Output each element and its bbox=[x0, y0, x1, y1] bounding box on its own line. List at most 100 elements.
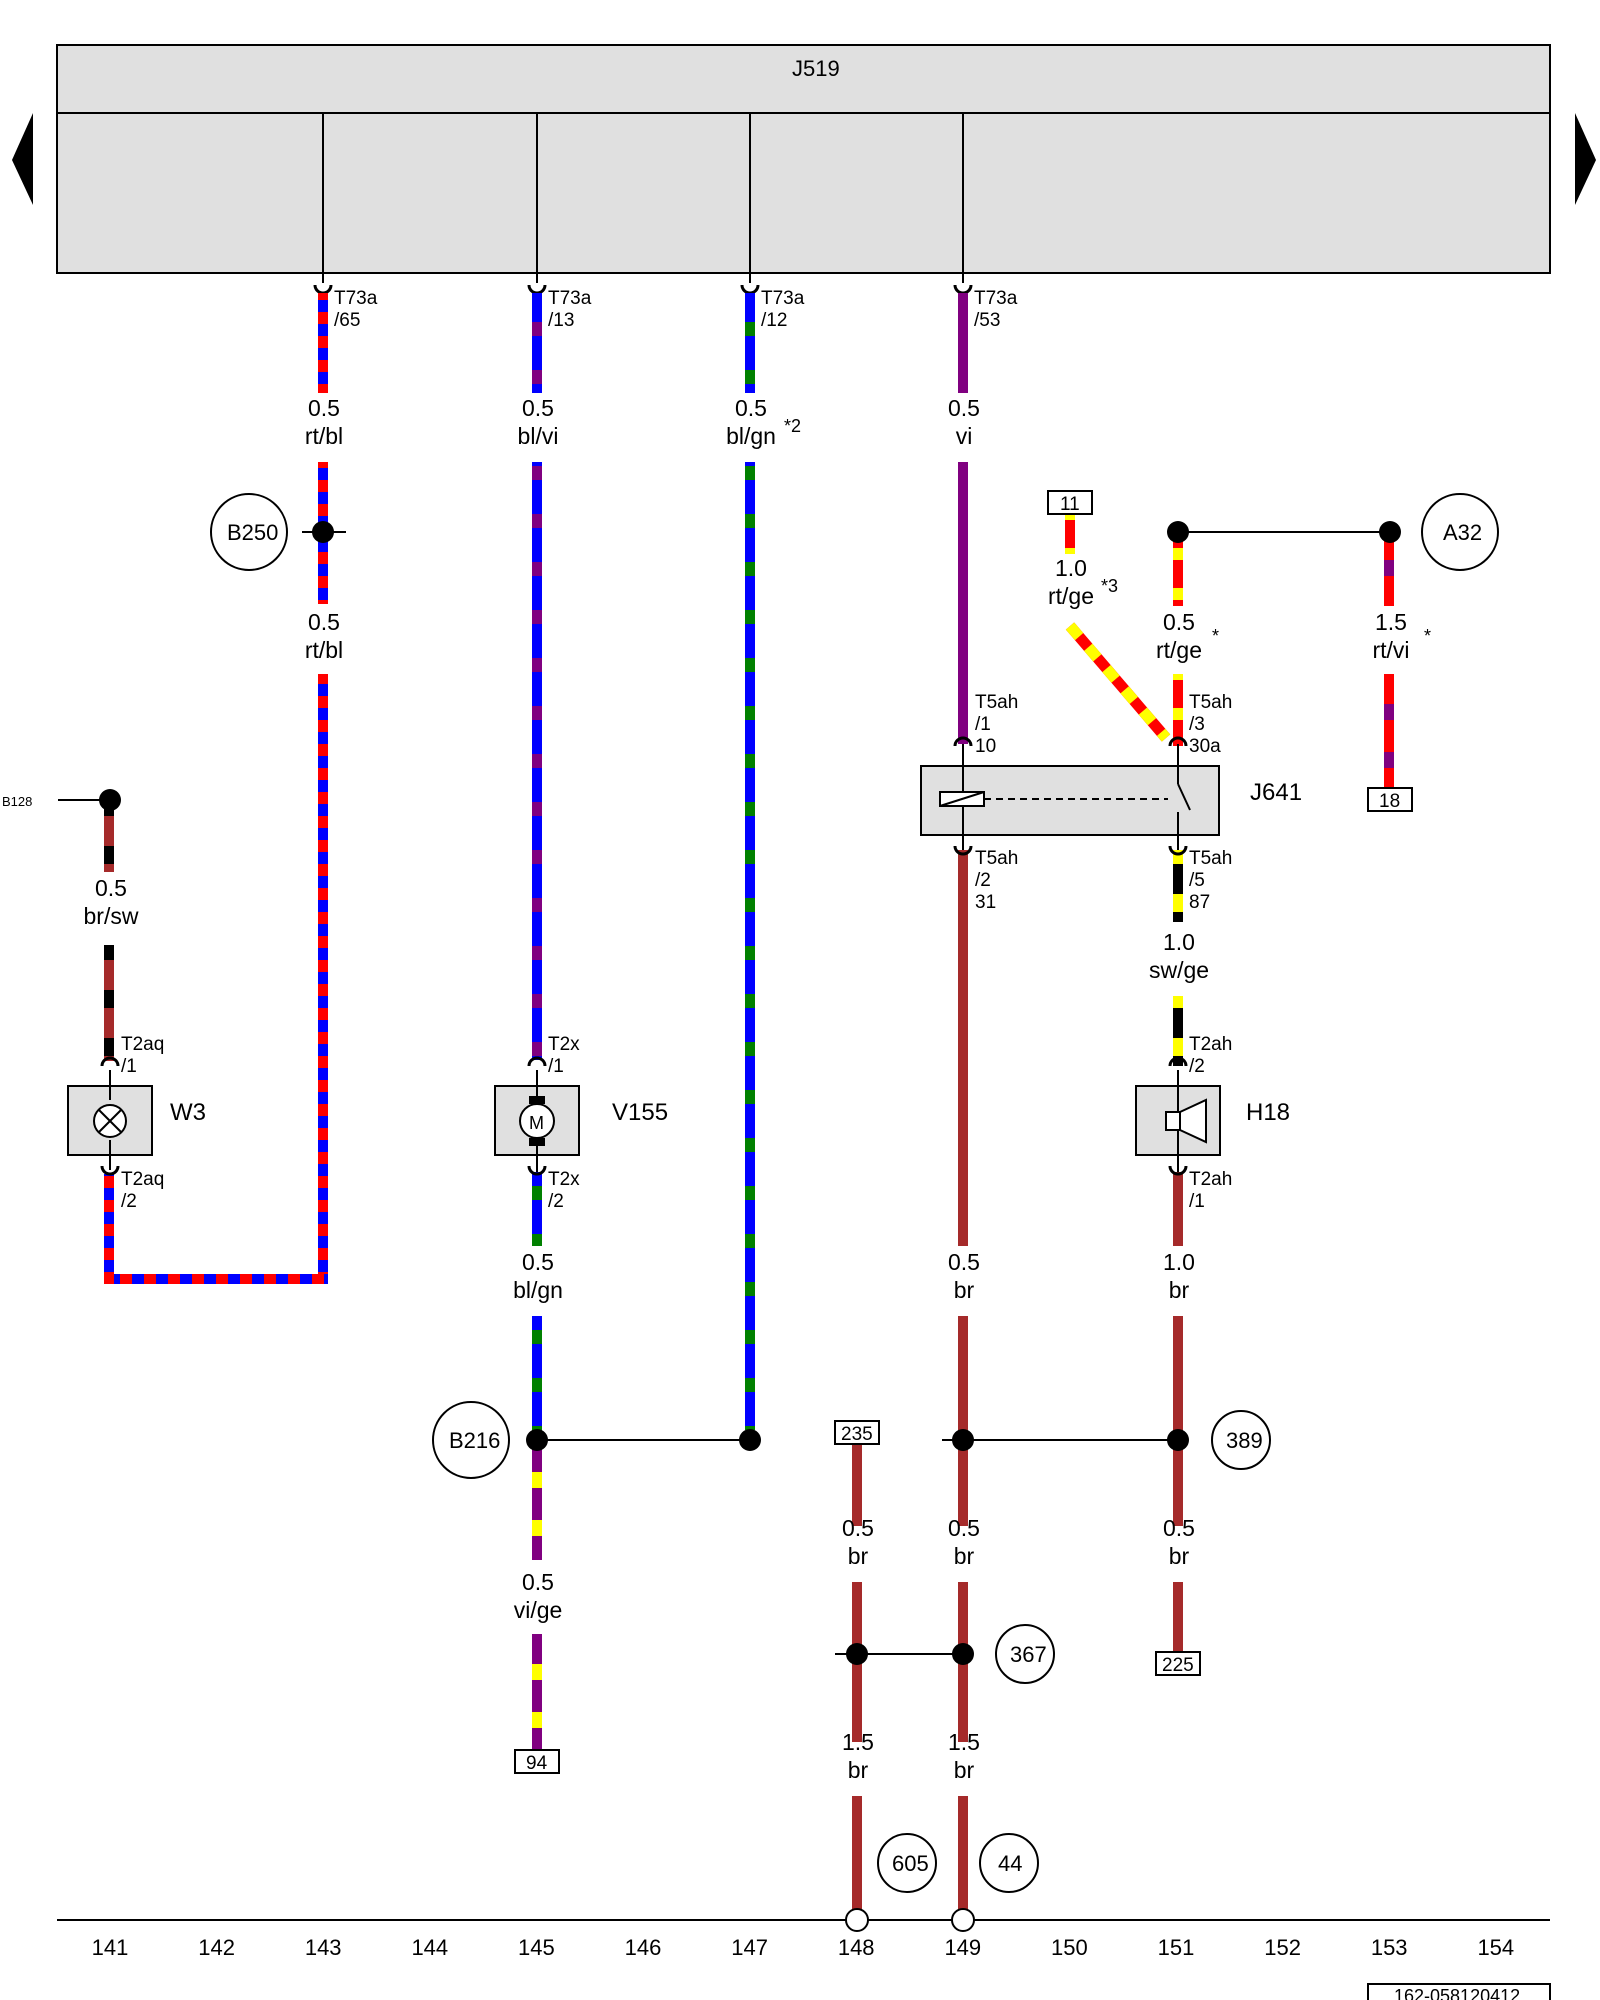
pin-label: T2aq bbox=[121, 1034, 164, 1055]
wire-size: 0.5 bbox=[95, 875, 127, 901]
wire-size: 0.5 bbox=[308, 609, 340, 635]
pin-label: 87 bbox=[1189, 892, 1210, 913]
track-number: 150 bbox=[1051, 1935, 1088, 1960]
connector-label-b128: B128 bbox=[2, 794, 32, 809]
wire-151-swge-a bbox=[1173, 850, 1183, 922]
junction-dots bbox=[99, 521, 1401, 1665]
wire-147-blgn-top bbox=[745, 293, 755, 393]
wire-149-br-d bbox=[958, 1796, 968, 1914]
pin-label: T5ah bbox=[1189, 692, 1232, 713]
lamp-w3: W3 bbox=[67, 1056, 206, 1176]
track-number: 148 bbox=[838, 1935, 875, 1960]
box-references bbox=[514, 490, 1413, 1774]
junction-lines bbox=[57, 531, 1550, 1921]
track-number: 153 bbox=[1371, 1935, 1408, 1960]
wire-color: rt/bl bbox=[305, 637, 343, 663]
box-ref-11: 11 bbox=[1060, 494, 1080, 515]
pin-label: T2ah bbox=[1189, 1169, 1232, 1190]
wire-color: br/sw bbox=[84, 903, 139, 929]
pin-label: /1 bbox=[1189, 1191, 1205, 1212]
wire-148-br-c bbox=[852, 1796, 862, 1914]
wire-141-brsw-low bbox=[104, 945, 114, 1061]
motor-icon bbox=[519, 1103, 555, 1139]
wire-color: vi/ge bbox=[514, 1597, 563, 1623]
wire-color: bl/gn bbox=[726, 423, 776, 449]
wire-141-143-rtbl-bottom bbox=[104, 1274, 328, 1284]
pin-label: /2 bbox=[1189, 1056, 1205, 1077]
track-number: 149 bbox=[944, 1935, 981, 1960]
pin-label: /12 bbox=[761, 310, 787, 331]
bottom-terminals bbox=[845, 1908, 975, 1932]
wire-143-rtbl-low bbox=[318, 674, 328, 1284]
wire-size: 0.5 bbox=[1163, 1515, 1195, 1541]
wire-145-vige-b bbox=[532, 1634, 542, 1750]
ref-44: 44 bbox=[998, 1851, 1022, 1876]
ref-367: 367 bbox=[1010, 1642, 1047, 1667]
track-number: 145 bbox=[518, 1935, 555, 1960]
footnote-star: * bbox=[1212, 626, 1219, 646]
wire-149-vi-long bbox=[958, 462, 968, 744]
pin-label: /1 bbox=[975, 714, 991, 735]
wire-148-br-a bbox=[852, 1444, 862, 1526]
relay-j641: J641 bbox=[920, 736, 1302, 856]
pin-label: /2 bbox=[121, 1191, 137, 1212]
ref-605: 605 bbox=[892, 1851, 929, 1876]
triangle-right-icon[interactable] bbox=[1575, 113, 1596, 205]
wire-size: 0.5 bbox=[522, 1249, 554, 1275]
motor-v155: M V155 bbox=[494, 1056, 668, 1176]
wire-size: 0.5 bbox=[948, 1515, 980, 1541]
pin-label: T73a bbox=[761, 288, 805, 309]
lamp-w3-label: W3 bbox=[170, 1099, 206, 1126]
box-ref-225: 225 bbox=[1162, 1655, 1194, 1676]
wire-color: br bbox=[954, 1757, 975, 1783]
track-number: 154 bbox=[1477, 1935, 1514, 1960]
pin-label: T2aq bbox=[121, 1169, 164, 1190]
wire-color: br bbox=[1169, 1277, 1190, 1303]
track-number: 147 bbox=[731, 1935, 768, 1960]
pin-label: T2x bbox=[548, 1034, 580, 1055]
control-unit-label: J519 bbox=[792, 56, 840, 81]
wire-color: br bbox=[954, 1277, 975, 1303]
wire-color: vi bbox=[956, 423, 973, 449]
pin-label: /1 bbox=[121, 1056, 137, 1077]
pin-label: T5ah bbox=[1189, 848, 1232, 869]
wire-145-blvi-long bbox=[532, 462, 542, 1060]
pin-label: 31 bbox=[975, 892, 996, 913]
horn-icon bbox=[1165, 1111, 1181, 1131]
footnote-star: * bbox=[1424, 626, 1431, 646]
wire-151-rtge-low bbox=[1173, 674, 1183, 746]
wire-153-rtvi-low bbox=[1384, 674, 1394, 790]
wire-145-blvi-top bbox=[532, 293, 542, 393]
wire-143-rtbl-top bbox=[318, 293, 328, 393]
wire-149-br-a bbox=[958, 850, 968, 1246]
wire-151-br-a bbox=[1173, 1172, 1183, 1246]
triangle-left-icon[interactable] bbox=[12, 113, 33, 205]
ref-b216: B216 bbox=[449, 1428, 500, 1453]
pin-label: T73a bbox=[974, 288, 1018, 309]
wire-150-rtge-diagonal-stripes bbox=[1065, 622, 1171, 742]
wire-151-rtge-top bbox=[1173, 534, 1183, 606]
wire-size: 0.5 bbox=[522, 1569, 554, 1595]
ref-389: 389 bbox=[1226, 1428, 1263, 1453]
wire-size: 0.5 bbox=[948, 395, 980, 421]
pin-label: /2 bbox=[975, 870, 991, 891]
pin-label: T2ah bbox=[1189, 1034, 1232, 1055]
pin-label: 10 bbox=[975, 736, 996, 757]
footnote-star3: *3 bbox=[1101, 576, 1118, 596]
wire-size: 1.0 bbox=[1163, 1249, 1195, 1275]
wire-145-vige-a bbox=[532, 1440, 542, 1560]
track-number: 141 bbox=[92, 1935, 129, 1960]
horn-h18: H18 bbox=[1135, 1056, 1290, 1176]
pin-label: /1 bbox=[548, 1056, 564, 1077]
wire-color: sw/ge bbox=[1149, 957, 1209, 983]
page-code: 162-058120412 bbox=[1394, 1986, 1520, 2000]
pin-label: /65 bbox=[334, 310, 360, 331]
wire-size: 1.5 bbox=[948, 1729, 980, 1755]
pin-label: /53 bbox=[974, 310, 1000, 331]
wire-size: 0.5 bbox=[948, 1249, 980, 1275]
wire-color: br bbox=[1169, 1543, 1190, 1569]
pin-label: T73a bbox=[548, 288, 592, 309]
wire-151-swge-b bbox=[1173, 996, 1183, 1066]
wire-151-br-c bbox=[1173, 1582, 1183, 1652]
